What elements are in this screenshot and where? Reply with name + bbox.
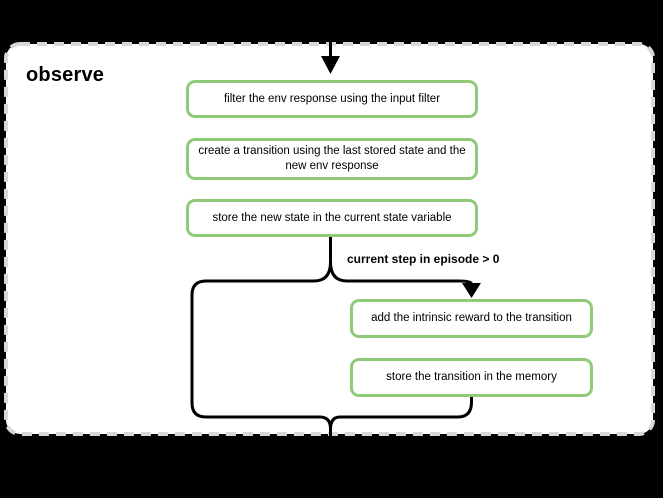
node-store-transition-memory: store the transition in the memory xyxy=(350,358,593,397)
node-label: add the intrinsic reward to the transiti… xyxy=(371,312,572,325)
node-create-transition: create a transition using the last store… xyxy=(186,138,478,180)
right-branch-connector xyxy=(329,261,473,285)
page-title: observe xyxy=(26,64,105,86)
node-label-line-1: create a transition using the last store… xyxy=(198,145,466,158)
entry-arrowhead-icon xyxy=(321,56,340,74)
node-label-line-2: new env response xyxy=(285,160,379,172)
node-store-new-state: store the new state in the current state… xyxy=(186,199,478,237)
node-label: store the transition in the memory xyxy=(386,371,557,384)
node-filter-env-response: filter the env response using the input … xyxy=(186,80,478,118)
node-label: store the new state in the current state… xyxy=(212,211,452,224)
merge-exit-connector xyxy=(329,396,473,440)
node-add-intrinsic-reward: add the intrinsic reward to the transiti… xyxy=(350,299,593,338)
left-bypass-connector xyxy=(190,261,332,440)
condition-label: current step in episode > 0 xyxy=(347,252,500,266)
node-label: filter the env response using the input … xyxy=(223,92,441,105)
right-branch-arrowhead-icon xyxy=(462,283,481,298)
